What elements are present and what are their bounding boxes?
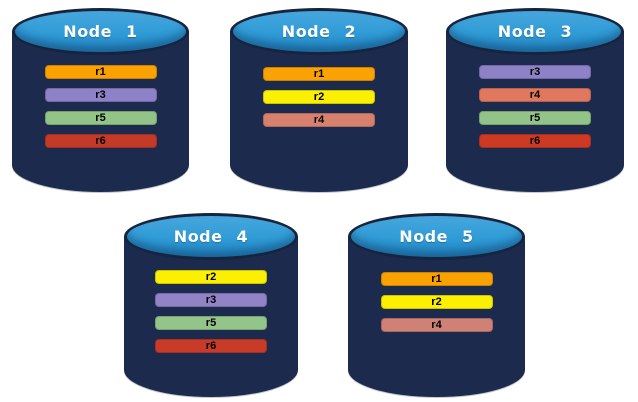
replica-bar: r3: [44, 88, 157, 102]
node-title: Node 2: [281, 22, 357, 41]
replica-list: r1 r3 r5 r6: [12, 65, 189, 148]
replica-list: r1 r2 r4: [230, 67, 408, 127]
replica-bar: r6: [479, 134, 591, 148]
node-title: Node 5: [399, 227, 474, 246]
node-title: Node 4: [173, 227, 249, 246]
node-3-cylinder: Node 3 r3 r4 r5 r6: [446, 8, 624, 192]
replica-label: r6: [529, 134, 541, 147]
cylinder-top-ellipse: Node 2: [230, 8, 408, 55]
replica-label: r4: [431, 318, 442, 331]
replica-list: r1 r2 r4: [348, 272, 525, 332]
replica-label: r2: [205, 270, 217, 283]
replica-bar: r6: [44, 134, 157, 148]
replica-label: r5: [529, 111, 541, 124]
replica-label: r2: [313, 90, 325, 103]
replica-bar: r4: [380, 318, 493, 332]
replica-bar: r5: [479, 111, 591, 125]
replica-bar: r2: [263, 90, 375, 104]
node-1-cylinder: Node 1 r1 r3 r5 r6: [12, 8, 189, 192]
cylinder-top-ellipse: Node 4: [124, 213, 298, 260]
replica-label: r1: [95, 65, 106, 78]
replica-bar: r3: [155, 293, 267, 307]
replica-bar: r4: [263, 113, 375, 127]
node-title: Node 3: [497, 22, 573, 41]
node-title: Node 1: [63, 22, 138, 41]
replica-label: r3: [205, 293, 217, 306]
replica-label: r3: [95, 88, 106, 101]
replica-bar: r4: [479, 88, 591, 102]
replica-bar: r6: [155, 339, 267, 353]
replica-bar: r2: [380, 295, 493, 309]
replica-label: r2: [431, 295, 442, 308]
replica-label: r3: [529, 65, 541, 78]
replica-bar: r1: [263, 67, 375, 81]
replica-bar: r1: [44, 65, 157, 79]
replica-label: r5: [95, 111, 106, 124]
node-4-cylinder: Node 4 r2 r3 r5 r6: [124, 213, 298, 397]
replica-label: r4: [313, 113, 325, 126]
node-5-cylinder: Node 5 r1 r2 r4: [348, 213, 525, 397]
node-2-cylinder: Node 2 r1 r2 r4: [230, 8, 408, 192]
replica-label: r5: [205, 316, 217, 329]
replica-label: r6: [95, 134, 106, 147]
replica-bar: r3: [479, 65, 591, 79]
replica-list: r3 r4 r5 r6: [446, 65, 624, 148]
replica-bar: r1: [380, 272, 493, 286]
cylinder-top-ellipse: Node 3: [446, 8, 624, 55]
cylinder-top-ellipse: Node 1: [12, 8, 189, 55]
replica-list: r2 r3 r5 r6: [124, 270, 298, 353]
replica-bar: r5: [44, 111, 157, 125]
replica-label: r6: [205, 339, 217, 352]
cylinder-body: [348, 236, 525, 397]
replica-bar: r5: [155, 316, 267, 330]
replica-bar: r2: [155, 270, 267, 284]
replica-label: r1: [431, 272, 442, 285]
cylinder-body: [230, 31, 408, 192]
cylinder-top-ellipse: Node 5: [348, 213, 525, 260]
replica-label: r1: [313, 67, 325, 80]
replica-label: r4: [529, 88, 541, 101]
